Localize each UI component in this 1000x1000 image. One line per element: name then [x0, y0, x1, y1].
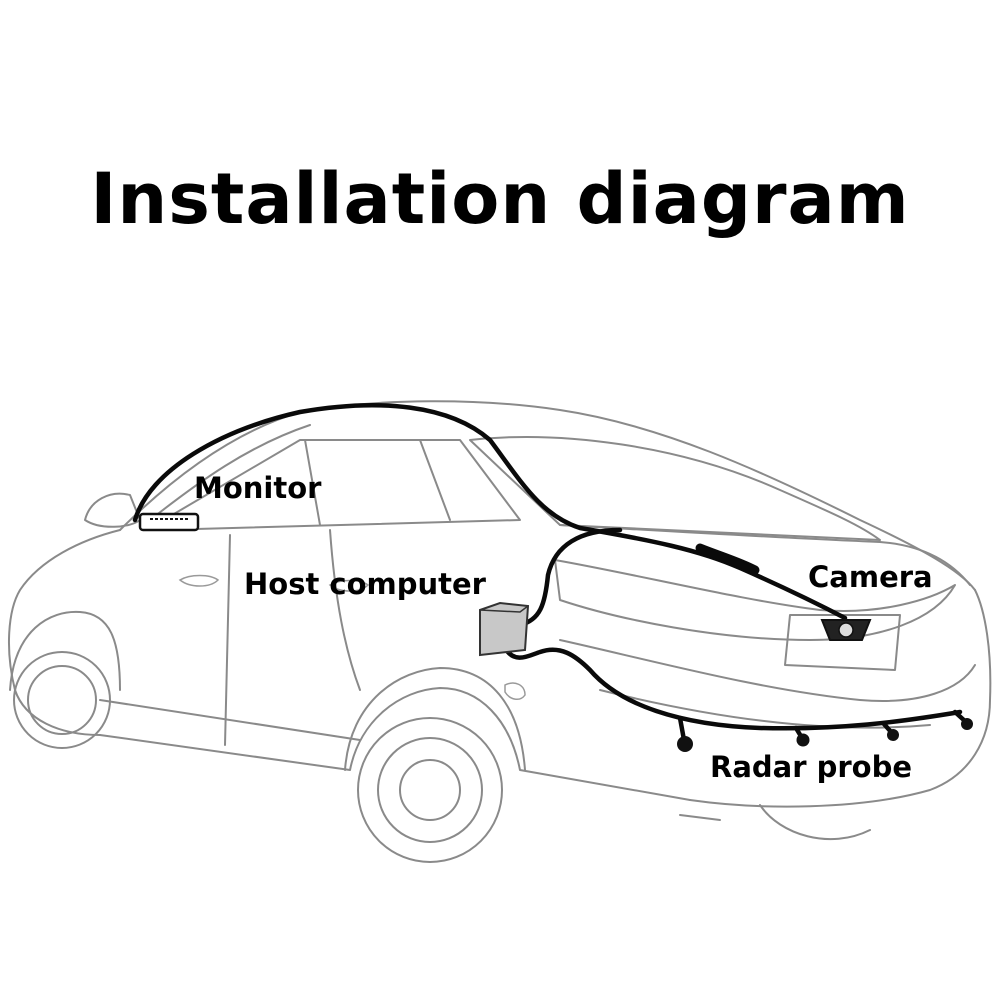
wiring-harness	[132, 403, 969, 743]
host-computer-box	[479, 601, 530, 657]
host-box-edge	[479, 605, 529, 613]
radar-harness	[502, 645, 963, 731]
diagram-title: Installation diagram	[90, 158, 910, 240]
camera-label: Camera	[808, 560, 933, 594]
radar-probe-2	[796, 733, 810, 747]
radar-probe-label: Radar probe	[710, 750, 913, 784]
radar-probe-4	[961, 718, 973, 730]
car-outline	[8, 400, 992, 863]
radar-probe-1	[677, 736, 693, 752]
host-feed-cable	[517, 527, 623, 628]
radar-probes	[677, 718, 973, 752]
monitor-unit	[138, 512, 200, 532]
monitor-label: Monitor	[194, 471, 322, 505]
cable-sleeve	[695, 543, 760, 575]
host-computer-label: Host computer	[244, 567, 486, 601]
radar-probe-3	[887, 729, 899, 741]
camera-unit	[820, 619, 872, 641]
